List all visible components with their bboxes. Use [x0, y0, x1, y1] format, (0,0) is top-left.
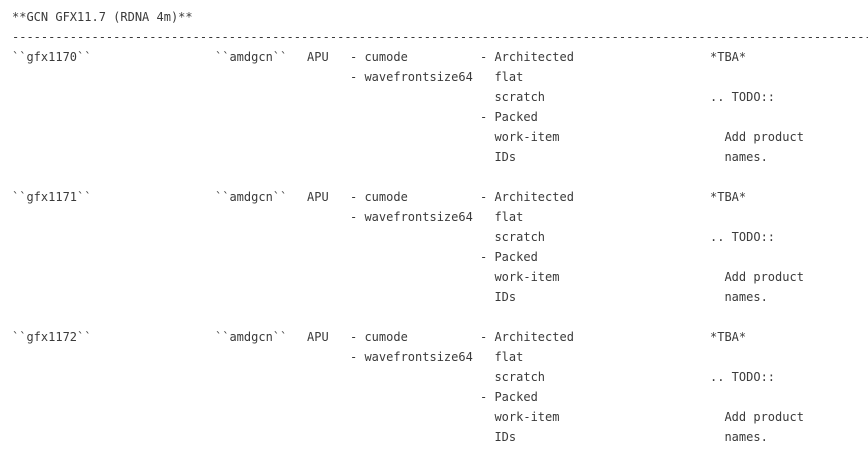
row-spacer — [12, 167, 868, 187]
row-line: work-item Add product — [12, 407, 868, 427]
example-product: Add product — [710, 410, 804, 424]
row-line: - Packed — [12, 387, 868, 407]
table-rule: ----------------------------------------… — [12, 30, 868, 44]
example-product: .. TODO:: — [710, 370, 776, 384]
example-product: names. — [710, 430, 768, 444]
target-feature: - wavefrontsize64 — [350, 350, 473, 364]
example-product: .. TODO:: — [710, 230, 776, 244]
row-line: scratch .. TODO:: — [12, 367, 868, 387]
row-line: - wavefrontsize64 flat — [12, 207, 868, 227]
table-row: ``gfx1172`` ``amdgcn`` APU - cumode - Archit… — [12, 327, 868, 447]
target-property: work-item — [480, 410, 560, 424]
row-line: - Packed — [12, 247, 868, 267]
row-line: scratch .. TODO:: — [12, 87, 868, 107]
row-line: ``gfx1170`` ``amdgcn`` APU - cumode - Archit… — [12, 47, 868, 67]
target-property: work-item — [480, 270, 560, 284]
target-property: flat — [480, 350, 524, 364]
processor-type: APU — [307, 330, 329, 344]
target-property: scratch — [480, 370, 546, 384]
example-product: *TBA* — [710, 330, 747, 344]
example-product: Add product — [710, 130, 804, 144]
table-row: ``gfx1171`` ``amdgcn`` APU - cumode - Archit… — [12, 187, 868, 307]
example-product: names. — [710, 290, 768, 304]
table-heading: **GCN GFX11.7 (RDNA 4m)** — [12, 10, 193, 24]
row-line: IDs names. — [12, 147, 868, 167]
architecture: ``amdgcn`` — [215, 330, 288, 344]
target-property: scratch — [480, 90, 546, 104]
architecture: ``amdgcn`` — [215, 190, 288, 204]
target-property: IDs — [480, 150, 517, 164]
target-feature: - cumode — [350, 190, 408, 204]
architecture: ``amdgcn`` — [215, 50, 288, 64]
target-property: scratch — [480, 230, 546, 244]
processor-type: APU — [307, 190, 329, 204]
processor-name: ``gfx1172`` — [12, 330, 92, 344]
target-property: - Packed — [480, 110, 538, 124]
row-spacer — [12, 307, 868, 327]
target-property: - Architected — [480, 190, 574, 204]
row-line: scratch .. TODO:: — [12, 227, 868, 247]
target-property: - Architected — [480, 330, 574, 344]
target-feature: - cumode — [350, 50, 408, 64]
row-line: IDs names. — [12, 287, 868, 307]
target-property: IDs — [480, 290, 517, 304]
target-property: - Packed — [480, 250, 538, 264]
processor-name: ``gfx1170`` — [12, 50, 92, 64]
example-product: *TBA* — [710, 190, 747, 204]
row-line: ``gfx1172`` ``amdgcn`` APU - cumode - Archit… — [12, 327, 868, 347]
row-line: - wavefrontsize64 flat — [12, 347, 868, 367]
row-line: - wavefrontsize64 flat — [12, 67, 868, 87]
target-feature: - wavefrontsize64 — [350, 70, 473, 84]
row-line: work-item Add product — [12, 127, 868, 147]
table-row: ``gfx1170`` ``amdgcn`` APU - cumode - Archit… — [12, 47, 868, 167]
target-feature: - wavefrontsize64 — [350, 210, 473, 224]
example-product: .. TODO:: — [710, 90, 776, 104]
target-feature: - cumode — [350, 330, 408, 344]
row-line: ``gfx1171`` ``amdgcn`` APU - cumode - Archit… — [12, 187, 868, 207]
target-property: IDs — [480, 430, 517, 444]
row-line: - Packed — [12, 107, 868, 127]
example-product: *TBA* — [710, 50, 747, 64]
processor-type: APU — [307, 50, 329, 64]
row-line: IDs names. — [12, 427, 868, 447]
example-product: Add product — [710, 270, 804, 284]
target-property: work-item — [480, 130, 560, 144]
target-property: - Architected — [480, 50, 574, 64]
target-property: flat — [480, 210, 524, 224]
row-line: work-item Add product — [12, 267, 868, 287]
target-property: - Packed — [480, 390, 538, 404]
processor-table: ``gfx1170`` ``amdgcn`` APU - cumode - Archit… — [12, 47, 868, 447]
processor-name: ``gfx1171`` — [12, 190, 92, 204]
example-product: names. — [710, 150, 768, 164]
document-body: **GCN GFX11.7 (RDNA 4m)** --------------… — [12, 7, 868, 447]
target-property: flat — [480, 70, 524, 84]
